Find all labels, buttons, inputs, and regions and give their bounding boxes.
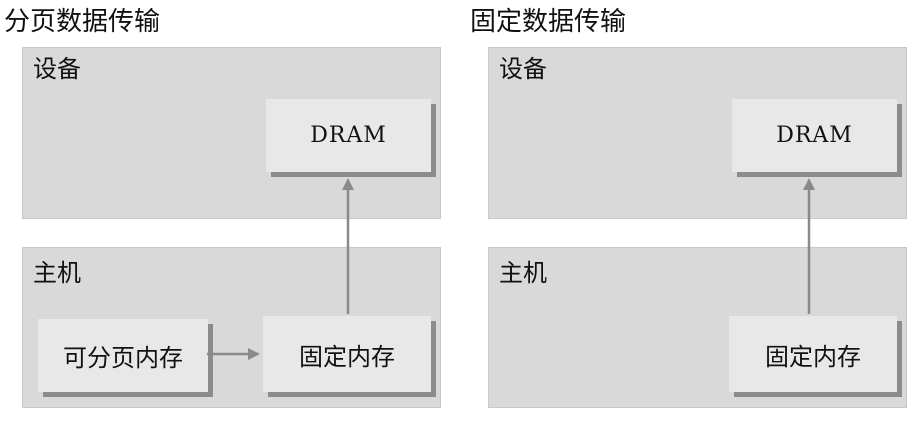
paged-transfer-panel: 分页数据传输 设备 DRAM 主机 可分页内存 固定内存 — [0, 0, 445, 426]
host-region: 主机 固定内存 — [488, 247, 907, 408]
device-region: 设备 DRAM — [22, 47, 441, 219]
host-label: 主机 — [499, 259, 547, 287]
device-label: 设备 — [33, 55, 81, 83]
device-region: 设备 DRAM — [488, 47, 907, 219]
panel-title: 分页数据传输 — [4, 7, 161, 37]
host-region: 主机 可分页内存 固定内存 — [22, 247, 441, 408]
pageable-memory-box: 可分页内存 — [38, 319, 208, 392]
dram-box: DRAM — [732, 99, 897, 172]
host-label: 主机 — [33, 259, 81, 287]
pinned-memory-box: 固定内存 — [263, 316, 431, 392]
panel-title: 固定数据传输 — [470, 7, 627, 37]
pinned-transfer-panel: 固定数据传输 设备 DRAM 主机 固定内存 — [466, 0, 911, 426]
device-label: 设备 — [499, 55, 547, 83]
pinned-memory-box: 固定内存 — [729, 316, 897, 392]
dram-box: DRAM — [266, 99, 431, 172]
